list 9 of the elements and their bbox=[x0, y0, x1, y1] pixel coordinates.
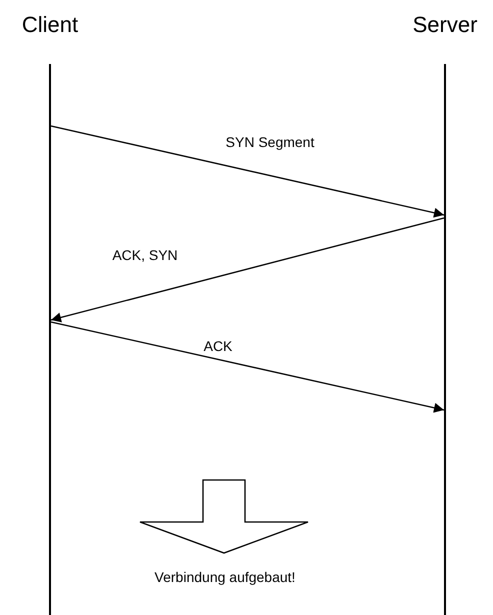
edge-label: ACK, SYN bbox=[112, 247, 178, 263]
participant-label: Server bbox=[412, 12, 478, 38]
edge-label: ACK bbox=[204, 338, 232, 354]
note-text: Verbindung aufgebaut! bbox=[154, 569, 296, 585]
message-arrow bbox=[50, 217, 444, 322]
message-arrow bbox=[50, 125, 444, 218]
participant-label: Client bbox=[20, 12, 80, 38]
message-arrow bbox=[50, 321, 444, 413]
edge-label: SYN Segment bbox=[226, 134, 314, 150]
